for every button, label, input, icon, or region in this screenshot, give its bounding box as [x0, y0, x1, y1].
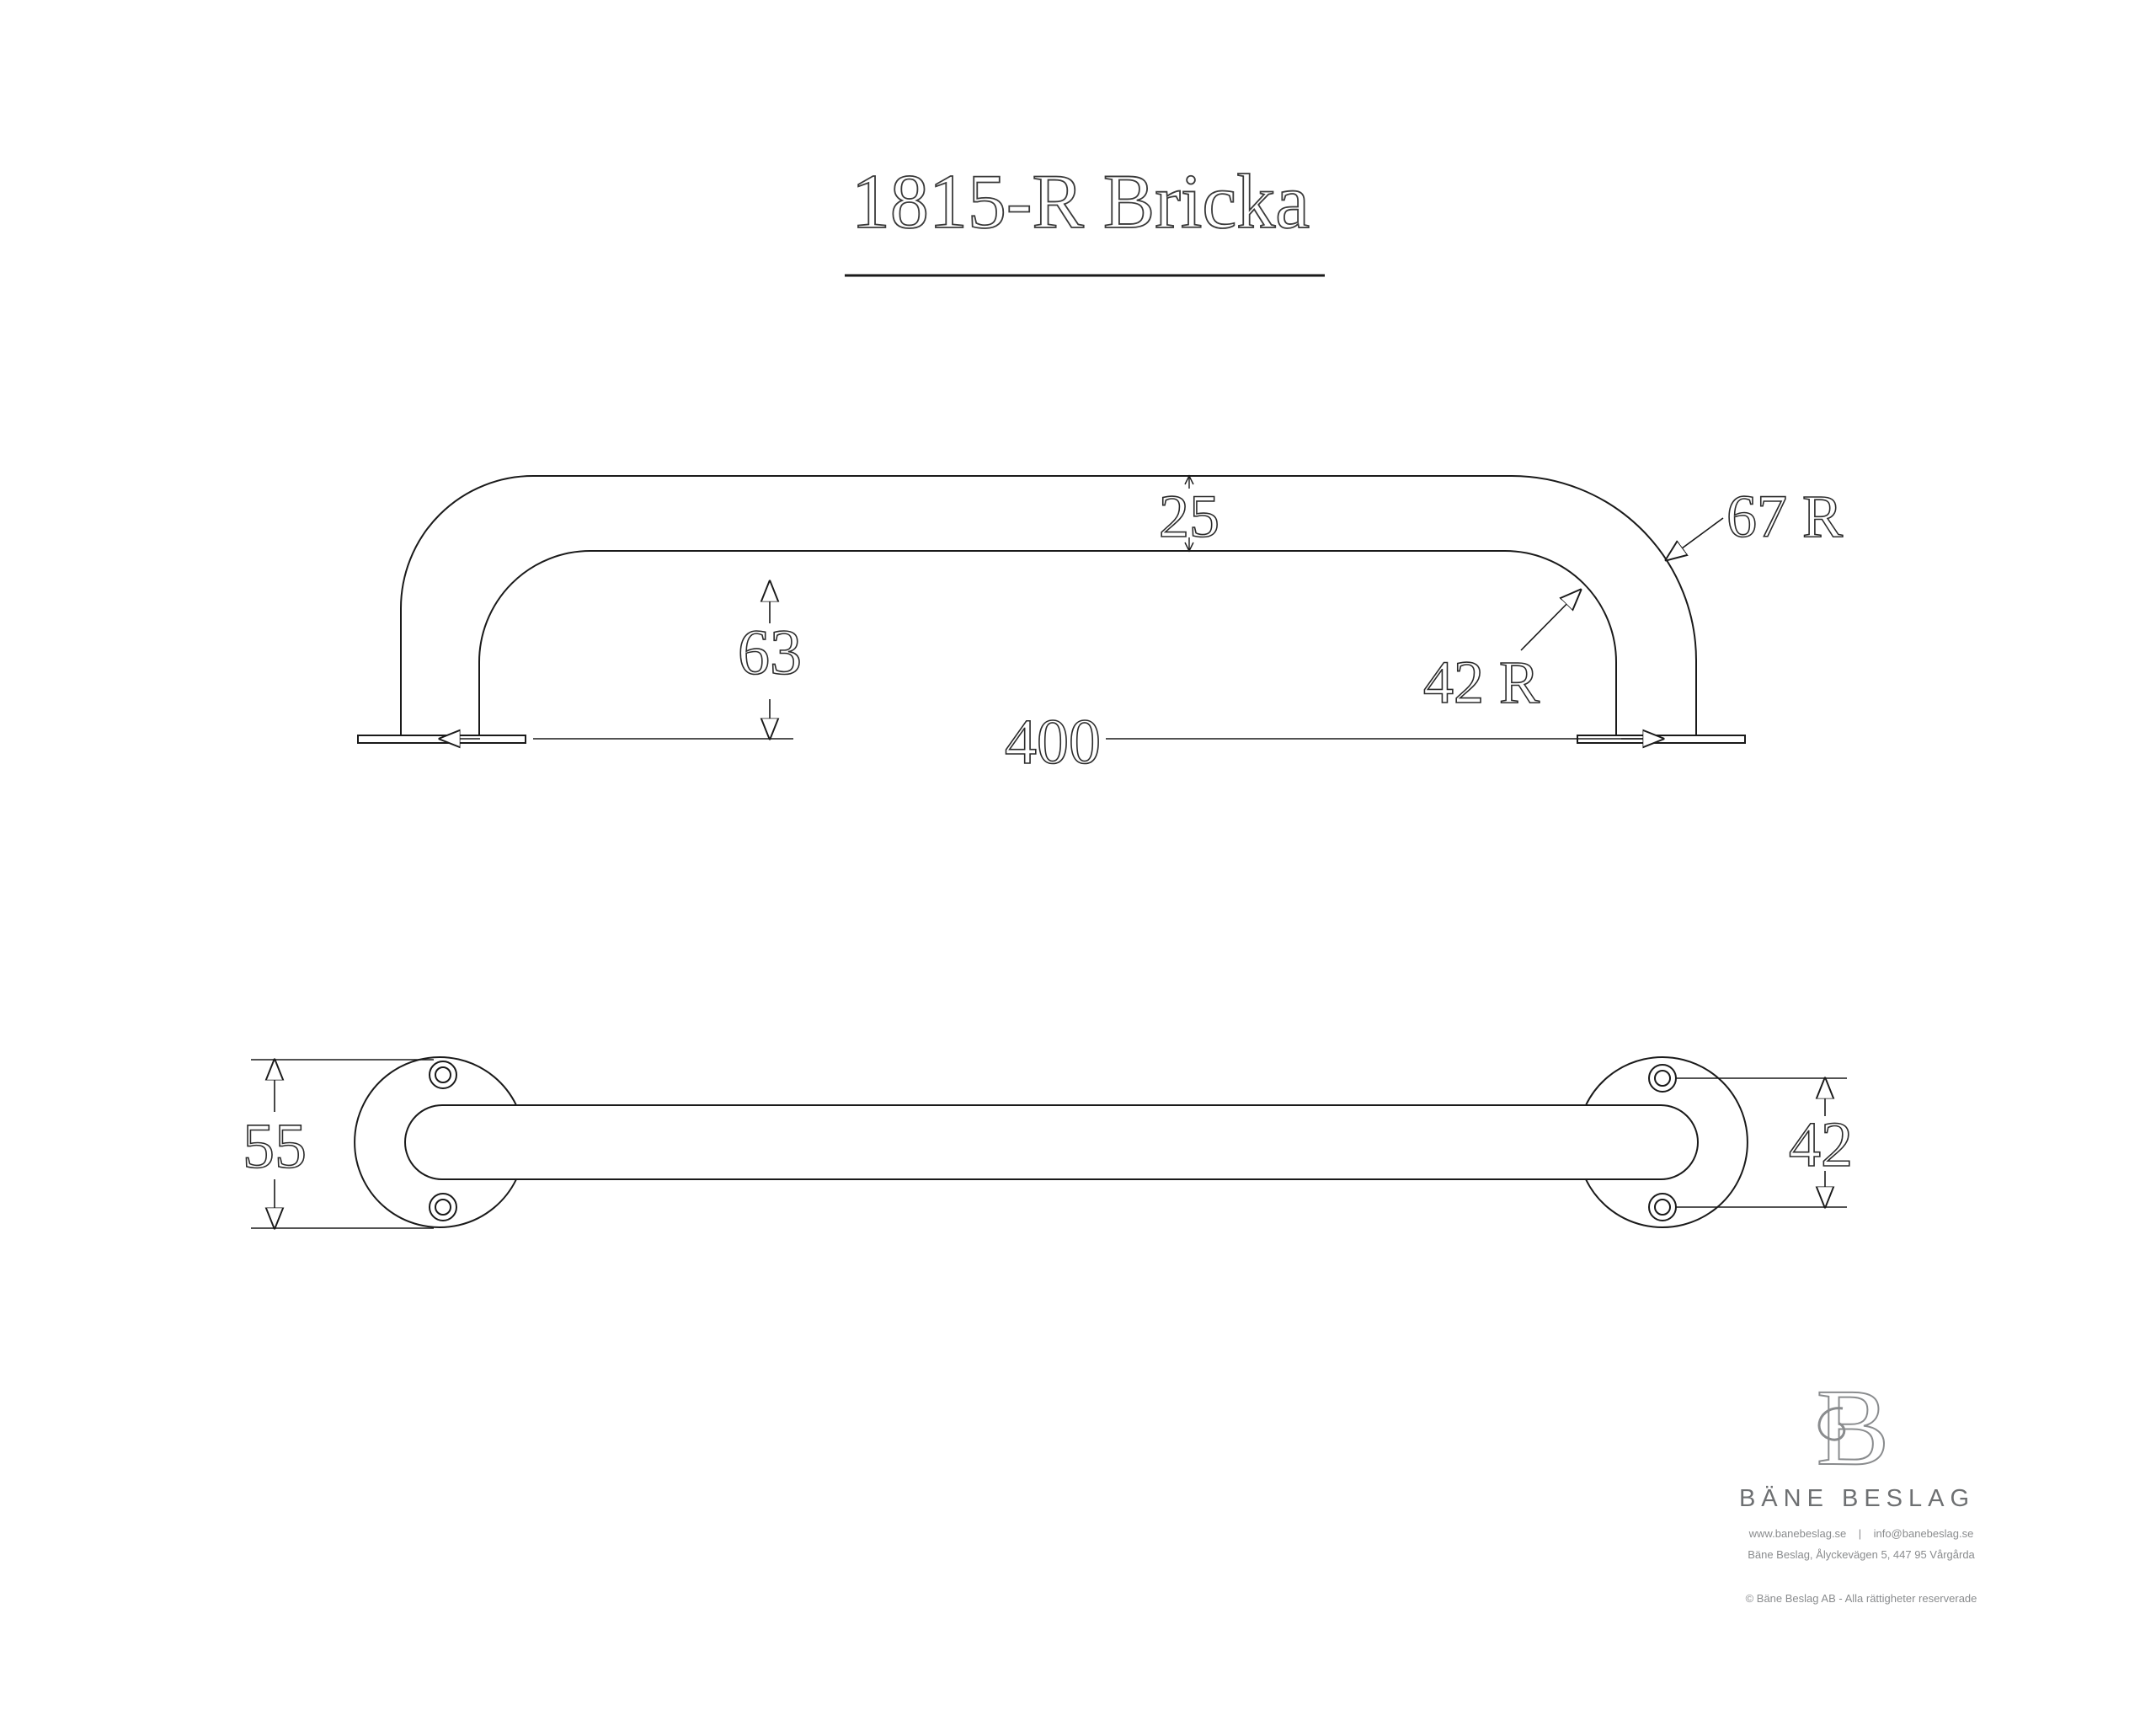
- dim-63-label: 63: [738, 617, 802, 688]
- address-text: Bäne Beslag, Ålyckevägen 5, 447 95 Vårgå…: [1748, 1548, 1975, 1561]
- email-link[interactable]: info@banebeslag.se: [1873, 1527, 1974, 1540]
- contact-address: Bäne Beslag, Ålyckevägen 5, 447 95 Vårgå…: [1718, 1548, 2004, 1561]
- handle-outer-profile: [400, 475, 1697, 735]
- dimension-42: [1676, 1078, 1847, 1207]
- dimension-55: [251, 1060, 434, 1228]
- brand-name: BÄNE BESLAG: [1738, 1485, 1976, 1512]
- dim-55-label: 55: [243, 1111, 307, 1182]
- dim-400-label: 400: [1005, 707, 1101, 778]
- radius-67-label: 67 R: [1726, 483, 1843, 550]
- radius-42-label: 42 R: [1423, 649, 1540, 716]
- radius-67-leader: [1666, 517, 1724, 560]
- contact-separator: |: [1858, 1527, 1862, 1540]
- dimension-25: [1184, 474, 1194, 553]
- brand-block: BÄNE BESLAG: [1710, 1369, 2004, 1513]
- right-bottom-screw-hole: [1648, 1193, 1677, 1221]
- right-rose: [1585, 1056, 1748, 1228]
- radius-42-leader: [1520, 590, 1581, 651]
- left-rose: [354, 1056, 517, 1228]
- left-top-screw-hole: [429, 1061, 457, 1089]
- handle-inner-profile: [478, 550, 1617, 735]
- right-top-screw-hole: [1648, 1064, 1677, 1093]
- copyright-text: © Bäne Beslag AB - Alla rättigheter rese…: [1745, 1592, 1977, 1605]
- bar-right-end: [1586, 1104, 1699, 1180]
- left-bottom-screw-hole: [429, 1193, 457, 1221]
- brand-logo: B: [1816, 1366, 1891, 1489]
- right-bottom-screw-hole-inner: [1654, 1199, 1671, 1216]
- website-link[interactable]: www.banebeslag.se: [1748, 1527, 1847, 1540]
- dim-25-label: 25: [1159, 483, 1219, 550]
- top-view: [354, 1056, 1748, 1228]
- bar-left-end: [404, 1104, 516, 1180]
- right-top-screw-hole-inner: [1654, 1070, 1671, 1087]
- left-bottom-screw-hole-inner: [435, 1199, 451, 1216]
- brand-logo-letter: B: [1817, 1367, 1890, 1488]
- contact-line-1: www.banebeslag.se | info@banebeslag.se: [1718, 1527, 2004, 1540]
- dim-42-label: 42: [1789, 1109, 1853, 1180]
- copyright-line: © Bäne Beslag AB - Alla rättigheter rese…: [1718, 1592, 2004, 1605]
- left-top-screw-hole-inner: [435, 1066, 451, 1083]
- drawing-title: 1815-R Bricka: [851, 158, 1310, 244]
